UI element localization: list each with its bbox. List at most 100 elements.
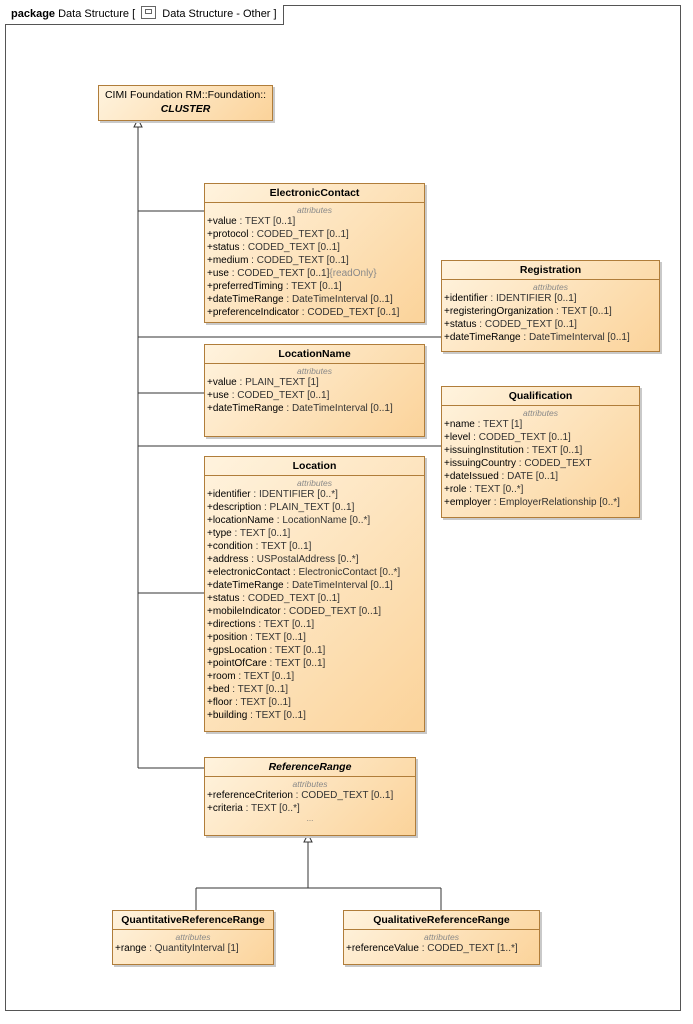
attribute-row[interactable]: +floor : TEXT [0..1] [205,696,424,709]
attribute-type: : CODED_TEXT [0..1] [299,307,400,318]
class-cluster[interactable]: CIMI Foundation RM::Foundation:: CLUSTER [98,85,273,121]
attribute-row[interactable]: +dateTimeRange : DateTimeInterval [0..1] [205,293,424,306]
more-attributes-ellipsis: ... [306,814,314,823]
attribute-row[interactable]: +status : CODED_TEXT [0..1] [442,318,659,331]
attribute-row[interactable]: +medium : CODED_TEXT [0..1] [205,254,424,267]
attribute-type: : TEXT [0..1] [255,619,315,630]
attribute-row[interactable]: +dateIssued : DATE [0..1] [442,470,639,483]
attribute-name: +preferenceIndicator [207,307,300,318]
attribute-row[interactable]: +identifier : IDENTIFIER [0..*] [205,488,424,501]
attribute-name: +status [207,242,240,253]
attribute-type: : CODED_TEXT [0..1] [228,268,330,279]
attribute-row[interactable]: +position : TEXT [0..1] [205,631,424,644]
attribute-name: +referenceCriterion [207,790,293,801]
attribute-row[interactable]: +status : CODED_TEXT [0..1] [205,592,424,605]
attribute-name: +floor [207,697,233,708]
attribute-name: +dateTimeRange [207,403,284,414]
attribute-name: +value [207,377,237,388]
attribute-type: : TEXT [0..1] [266,658,326,669]
attribute-name: +use [207,390,229,401]
attribute-row[interactable]: +dateTimeRange : DateTimeInterval [0..1] [205,579,424,592]
class-name: Location [205,457,424,476]
class-name: LocationName [205,345,424,364]
attribute-row[interactable]: +identifier : IDENTIFIER [0..1] [442,292,659,305]
attribute-row[interactable]: +directions : TEXT [0..1] [205,618,424,631]
attribute-type: : CODED_TEXT [0..1] [292,790,394,801]
attribute-row[interactable]: +level : CODED_TEXT [0..1] [442,431,639,444]
attribute-row[interactable]: +gpsLocation : TEXT [0..1] [205,644,424,657]
attribute-row[interactable]: +bed : TEXT [0..1] [205,683,424,696]
class-registration[interactable]: Registration attributes+identifier : IDEN… [441,260,660,352]
attribute-name: +registeringOrganization [444,306,554,317]
attribute-name: +referenceValue [346,943,419,954]
attribute-row[interactable]: +status : CODED_TEXT [0..1] [205,241,424,254]
attribute-row[interactable]: +room : TEXT [0..1] [205,670,424,683]
attribute-type: : ElectronicContact [0..*] [290,567,401,578]
attribute-row[interactable]: +value : PLAIN_TEXT [1] [205,376,424,389]
attribute-type: : QuantityInterval [1] [146,943,239,954]
class-diagram-icon [141,6,157,19]
attribute-row[interactable]: +type : TEXT [0..1] [205,527,424,540]
attribute-row[interactable]: +locationName : LocationName [0..*] [205,514,424,527]
frame-bracket-close: ] [273,8,277,20]
attribute-type: : PLAIN_TEXT [0..1] [261,502,355,513]
attribute-type: : TEXT [0..*] [242,803,300,814]
attributes-compartment-label: attributes [533,282,568,292]
attribute-row[interactable]: +criteria : TEXT [0..*] [205,802,415,815]
attribute-type: : TEXT [1] [474,419,523,430]
attribute-row[interactable]: +issuingInstitution : TEXT [0..1] [442,444,639,457]
attribute-row[interactable]: +description : PLAIN_TEXT [0..1] [205,501,424,514]
attribute-row[interactable]: +role : TEXT [0..*] [442,483,639,496]
attribute-row[interactable]: +name : TEXT [1] [442,418,639,431]
attributes-compartment-label: attributes [292,779,328,789]
attribute-type: : TEXT [0..1] [523,445,583,456]
attribute-type: : CODED_TEXT [0..1] [476,319,577,330]
attribute-row[interactable]: +address : USPostalAddress [0..*] [205,553,424,566]
attribute-row[interactable]: +dateTimeRange : DateTimeInterval [0..1] [205,402,424,415]
attribute-name: +medium [207,255,249,266]
attribute-type: : TEXT [0..1] [266,645,326,656]
class-name: Qualification [442,387,639,406]
attribute-constraint: {readOnly} [329,268,377,279]
attribute-row[interactable]: +dateTimeRange : DateTimeInterval [0..1] [442,331,659,344]
attribute-row[interactable]: +use : CODED_TEXT [0..1] [205,389,424,402]
attribute-row[interactable]: +condition : TEXT [0..1] [205,540,424,553]
attribute-row[interactable]: +referenceValue : CODED_TEXT [1..*] [344,942,539,955]
attributes-compartment-label: attributes [175,932,211,942]
attribute-row[interactable]: +employer : EmployerRelationship [0..*] [442,496,639,509]
attribute-row[interactable]: +preferredTiming : TEXT [0..1] [205,280,424,293]
attribute-row[interactable]: +pointOfCare : TEXT [0..1] [205,657,424,670]
attribute-name: +gpsLocation [207,645,267,656]
attribute-name: +issuingCountry [444,458,516,469]
attribute-type: : USPostalAddress [0..*] [248,554,359,565]
attribute-row[interactable]: +electronicContact : ElectronicContact [… [205,566,424,579]
attribute-name: +directions [207,619,256,630]
attribute-row[interactable]: +use : CODED_TEXT [0..1]{readOnly} [205,267,424,280]
attribute-name: +use [207,268,229,279]
attribute-row[interactable]: +protocol : CODED_TEXT [0..1] [205,228,424,241]
attribute-row[interactable]: +mobileIndicator : CODED_TEXT [0..1] [205,605,424,618]
attribute-row[interactable]: +preferenceIndicator : CODED_TEXT [0..1] [205,306,424,319]
attribute-row[interactable]: +building : TEXT [0..1] [205,709,424,722]
attribute-type: : TEXT [0..1] [236,216,296,227]
attribute-type: : CODED_TEXT [0..1] [470,432,571,443]
attribute-row[interactable]: +issuingCountry : CODED_TEXT [442,457,639,470]
attribute-name: +protocol [207,229,249,240]
attribute-row[interactable]: +value : TEXT [0..1] [205,215,424,228]
attribute-name: +name [444,419,475,430]
attribute-name: +bed [207,684,230,695]
attribute-row[interactable]: +referenceCriterion : CODED_TEXT [0..1] [205,789,415,802]
attribute-name: +locationName [207,515,274,526]
class-name: Registration [442,261,659,280]
attribute-row[interactable]: +registeringOrganization : TEXT [0..1] [442,305,659,318]
attribute-type: : CODED_TEXT [1..*] [418,943,518,954]
attribute-row[interactable]: +range : QuantityInterval [1] [113,942,273,955]
